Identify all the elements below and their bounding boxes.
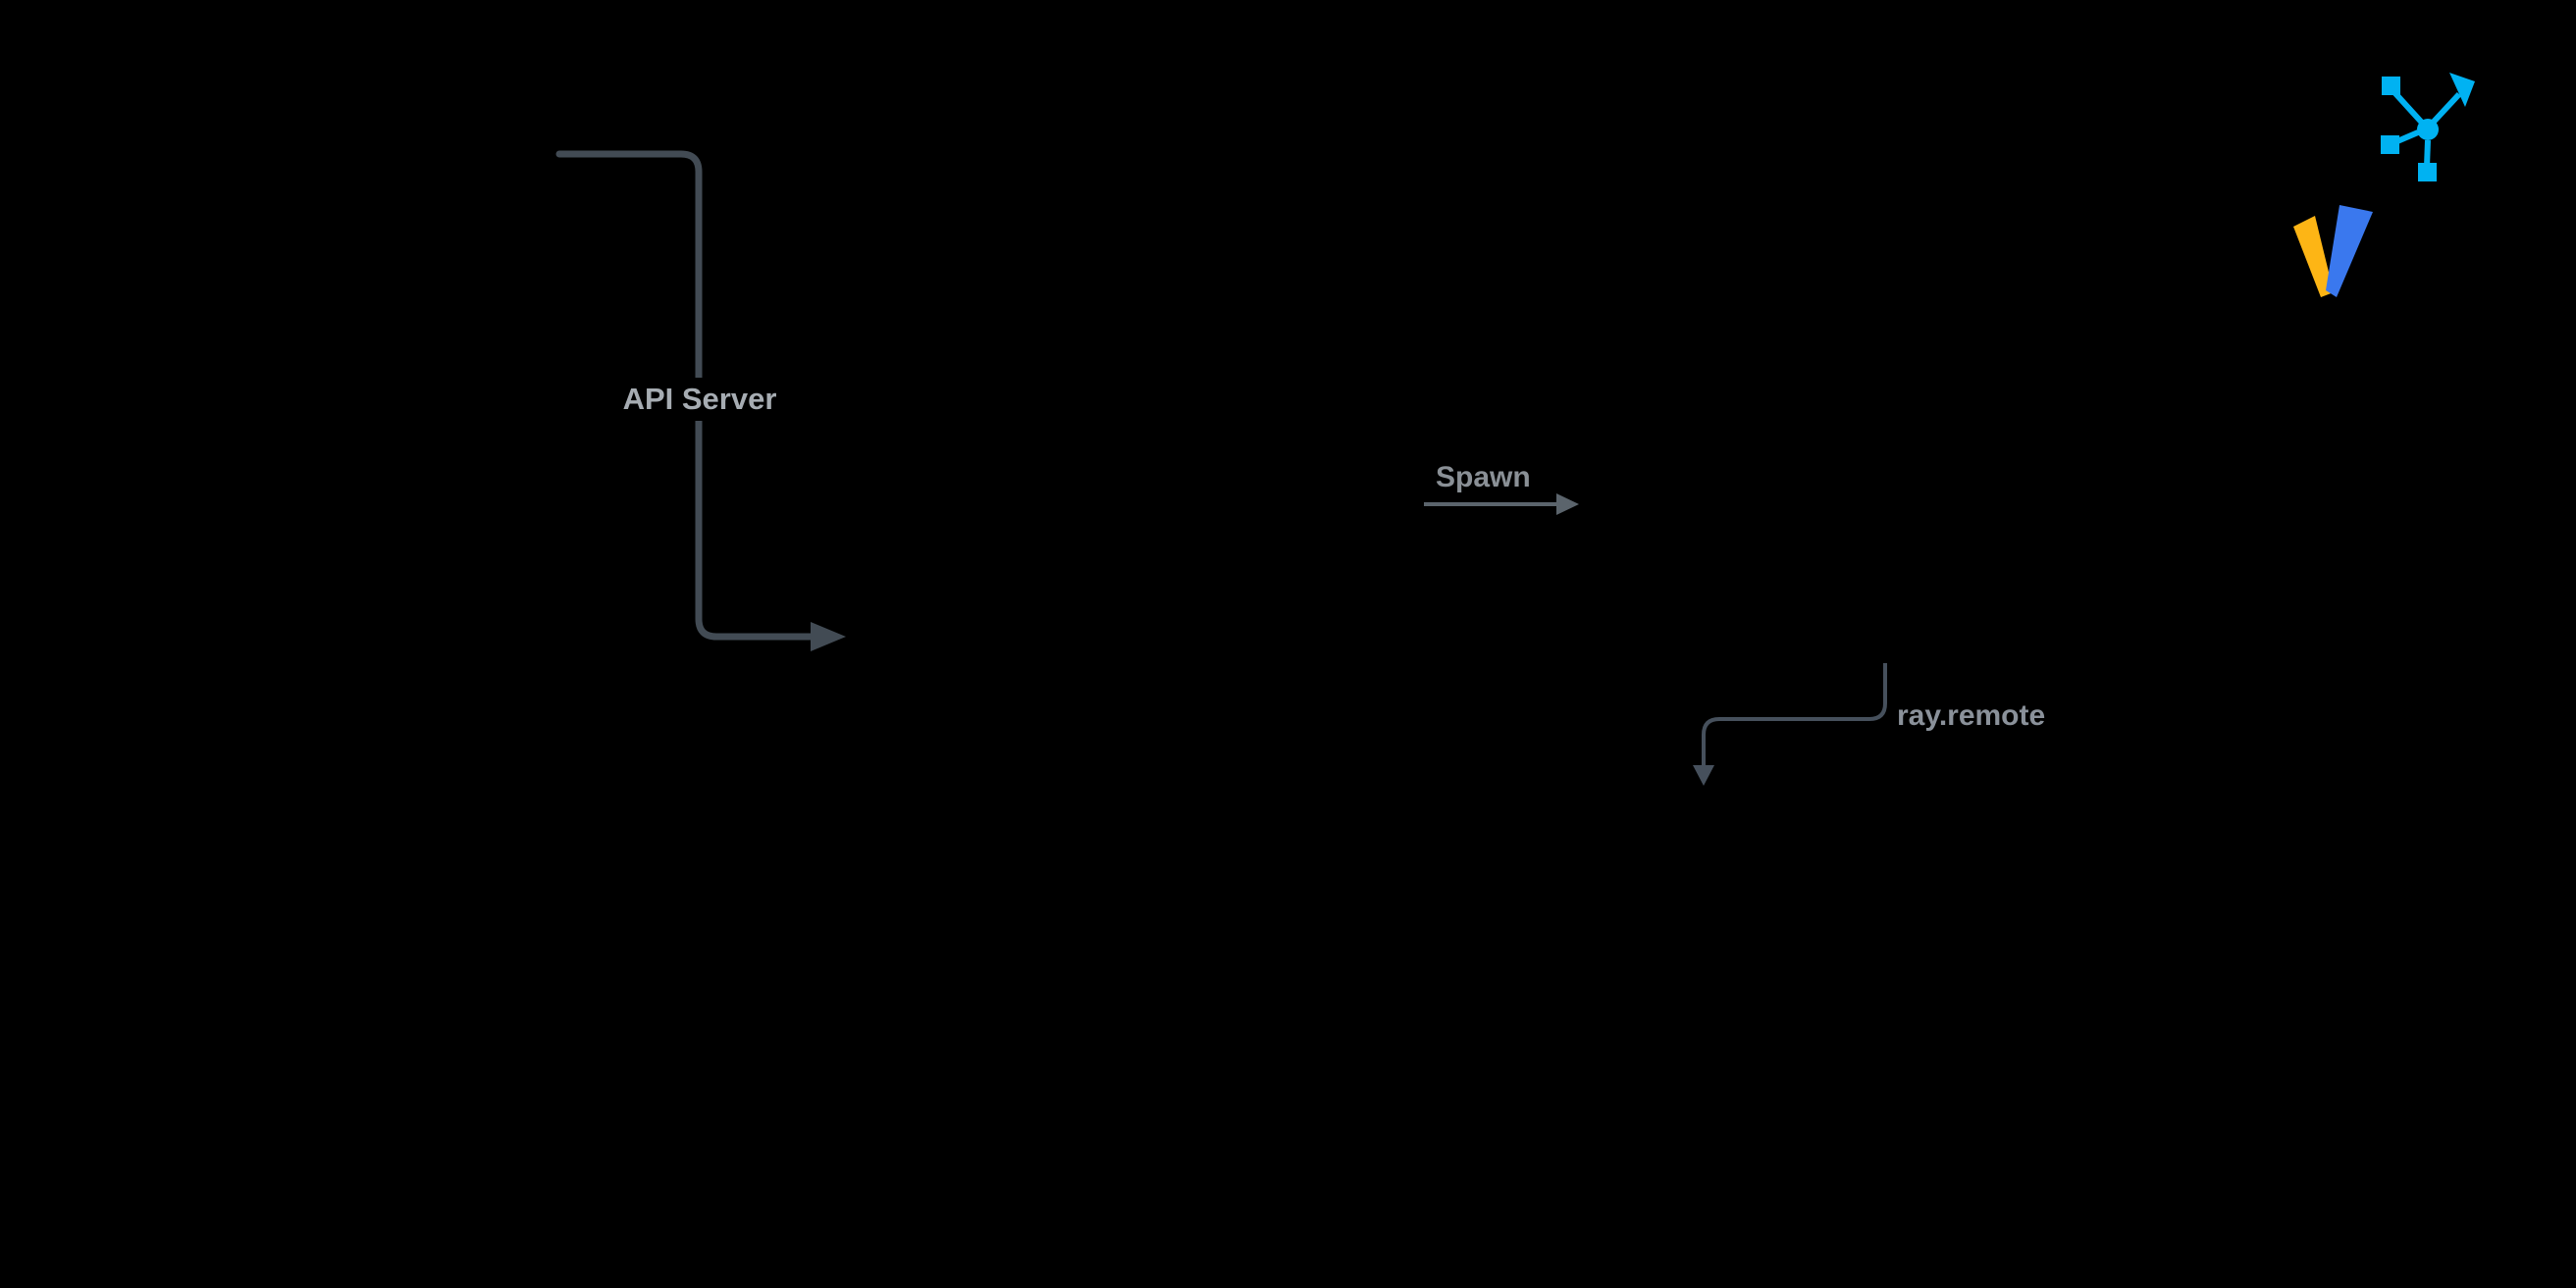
spawn-label: Spawn [1436,461,1531,493]
vllm-logo-right-arm [2326,205,2373,297]
ray-remote-arrowhead [1693,765,1714,786]
vllm-logo-left-arm [2293,216,2334,297]
ray-remote-connector-line [1702,663,1887,768]
ray-logo-node-center [2417,119,2439,140]
ray-logo-beams [2390,87,2462,168]
ray-logo-node-square-bottom [2418,163,2437,181]
ray-logo-node-square-left [2381,135,2399,154]
ray-remote-label: ray.remote [1897,699,2046,732]
spawn-arrowhead [1556,493,1579,515]
api-server-arrowhead [811,622,846,651]
ray-logo-node-square-top [2382,77,2400,95]
vllm-logo [2293,205,2373,297]
ray-logo [2381,73,2475,181]
ray-logo-arrowhead [2449,73,2475,107]
api-server-label: API Server [612,378,787,421]
